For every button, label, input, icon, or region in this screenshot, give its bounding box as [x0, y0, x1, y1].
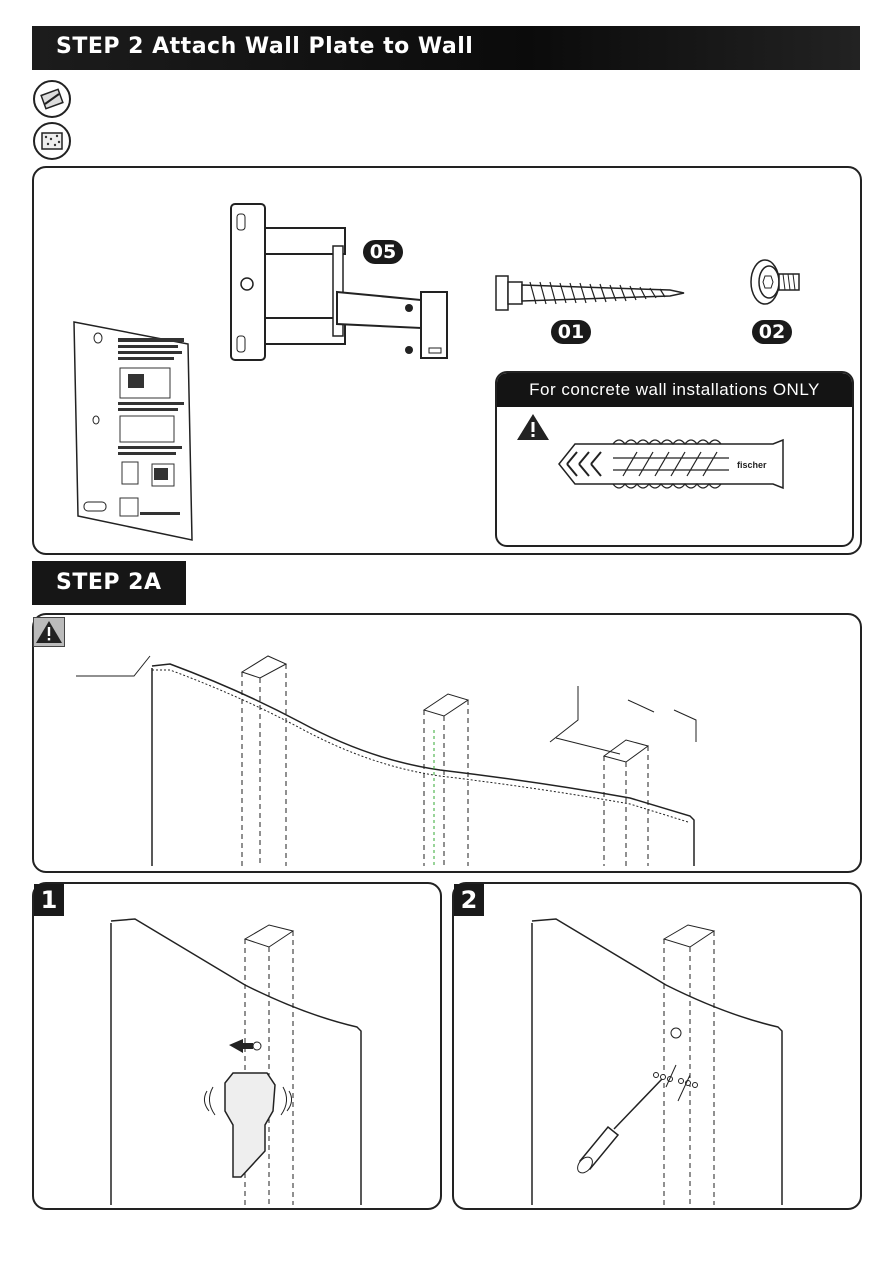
- wall-studs-diagram: [76, 655, 697, 866]
- wall-bracket-illustration: [230, 203, 448, 361]
- part-05-badge: 05: [363, 240, 403, 264]
- part-01-badge: 01: [551, 320, 591, 344]
- concrete-anchor-illustration: fischer: [558, 438, 784, 490]
- step-2a-warning-icon: [33, 617, 65, 647]
- bolt-illustration: [750, 259, 800, 305]
- warning-triangle-icon: [517, 414, 549, 440]
- step-2a-title: STEP 2A: [56, 570, 162, 595]
- pencil-tool-icon: [33, 80, 71, 118]
- concrete-installation-title: For concrete wall installations ONLY: [497, 373, 852, 407]
- anchor-brand-label: fischer: [737, 460, 767, 470]
- part-02-badge: 02: [752, 320, 792, 344]
- step-2a-panel: [32, 613, 862, 873]
- mark-holes-step-illustration: [531, 918, 783, 1205]
- step-2-drill-panel: [452, 882, 862, 1210]
- step-2-number: 2: [454, 884, 484, 916]
- wall-template-sheet: [73, 321, 193, 541]
- stud-finder-step-illustration: [110, 918, 362, 1205]
- concrete-installation-box: For concrete wall installations ONLY: [495, 371, 854, 547]
- stud-finder-tool-icon: [33, 122, 71, 160]
- step-2-banner: STEP 2 Attach Wall Plate to Wall: [32, 26, 860, 70]
- step-1-number: 1: [34, 884, 64, 916]
- step-2a-banner: STEP 2A: [32, 561, 186, 605]
- wood-screw-illustration: [495, 275, 685, 311]
- step-2-title: STEP 2 Attach Wall Plate to Wall: [56, 34, 474, 59]
